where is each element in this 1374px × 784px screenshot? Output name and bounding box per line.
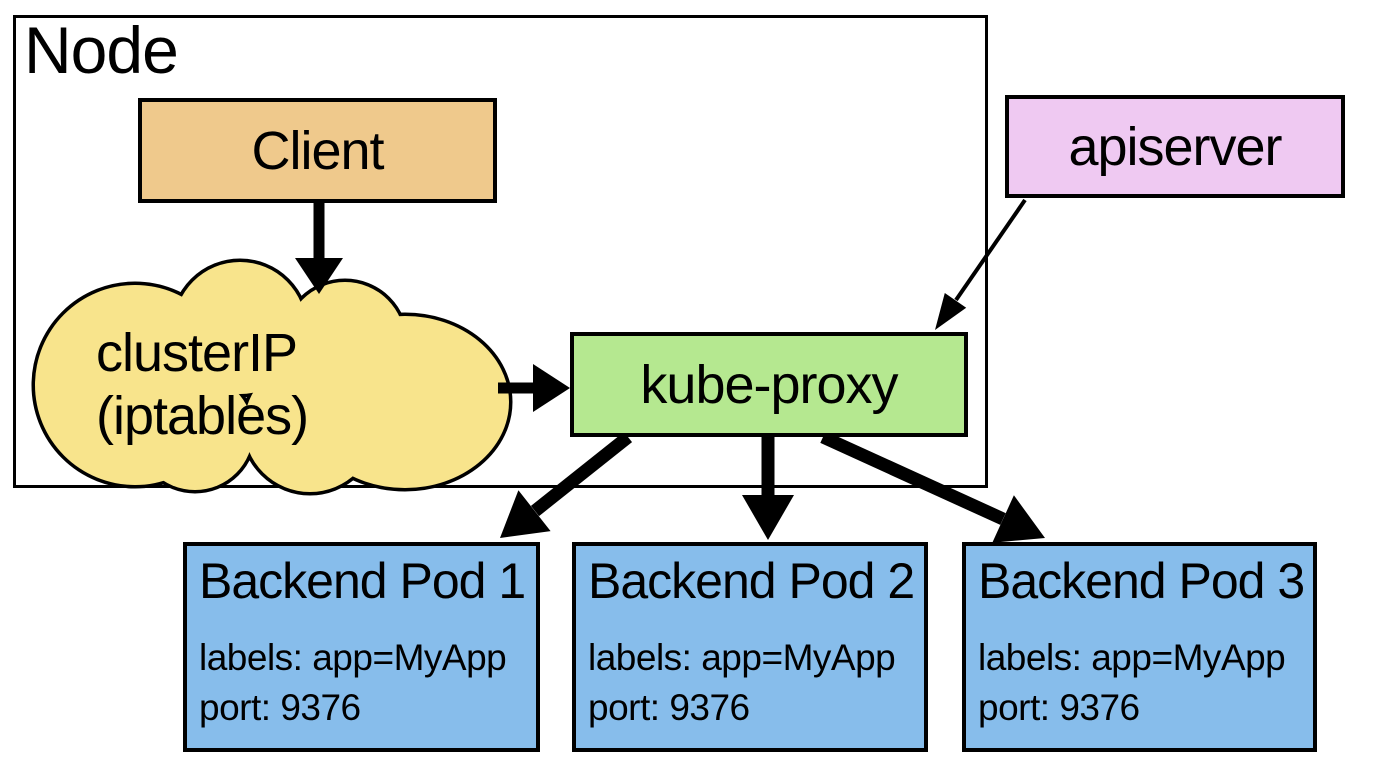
pod-title: Backend Pod 3: [978, 553, 1305, 609]
backend-pod-1: Backend Pod 1 labels: app=MyApp port: 93…: [183, 542, 540, 752]
pod-port: port: 9376: [588, 687, 750, 728]
backend-pod-3: Backend Pod 3 labels: app=MyApp port: 93…: [962, 542, 1317, 752]
pod-labels: labels: app=MyApp: [199, 637, 507, 678]
arrow-kubeproxy-to-pod3: [820, 431, 1045, 543]
apiserver-box: apiserver: [1005, 95, 1345, 198]
clusterip-line2: (iptables): [96, 386, 309, 446]
arrow-client-to-clusterip: [295, 201, 343, 294]
kube-proxy-label: kube-proxy: [640, 354, 898, 415]
pod-port: port: 9376: [199, 687, 361, 728]
pod-meta: labels: app=MyApp port: 9376: [978, 633, 1313, 733]
node-label: Node: [24, 13, 179, 87]
arrow-apiserver-to-kubeproxy: [935, 198, 1027, 330]
pod-meta: labels: app=MyApp port: 9376: [199, 633, 536, 733]
client-box: Client: [138, 98, 497, 203]
pod-port: port: 9376: [978, 687, 1140, 728]
arrow-kubeproxy-to-pod2: [742, 437, 794, 540]
pod-title: Backend Pod 1: [199, 553, 526, 609]
clusterip-line1: clusterIP: [96, 323, 298, 383]
arrows: [295, 198, 1045, 543]
pod-labels: labels: app=MyApp: [978, 637, 1286, 678]
client-label: Client: [251, 120, 384, 181]
clusterip-cloud-label: clusterIP (iptables): [96, 322, 309, 448]
pod-labels: labels: app=MyApp: [588, 637, 896, 678]
apiserver-label: apiserver: [1068, 116, 1282, 177]
kube-proxy-box: kube-proxy: [570, 332, 968, 437]
pod-title: Backend Pod 2: [588, 553, 915, 609]
backend-pod-2: Backend Pod 2 labels: app=MyApp port: 93…: [572, 542, 928, 752]
pod-meta: labels: app=MyApp port: 9376: [588, 633, 924, 733]
arrow-kubeproxy-to-pod1: [500, 431, 633, 538]
clusterip-cloud-fill: [35, 262, 509, 492]
arrow-clusterip-to-kubeproxy: [498, 364, 570, 412]
